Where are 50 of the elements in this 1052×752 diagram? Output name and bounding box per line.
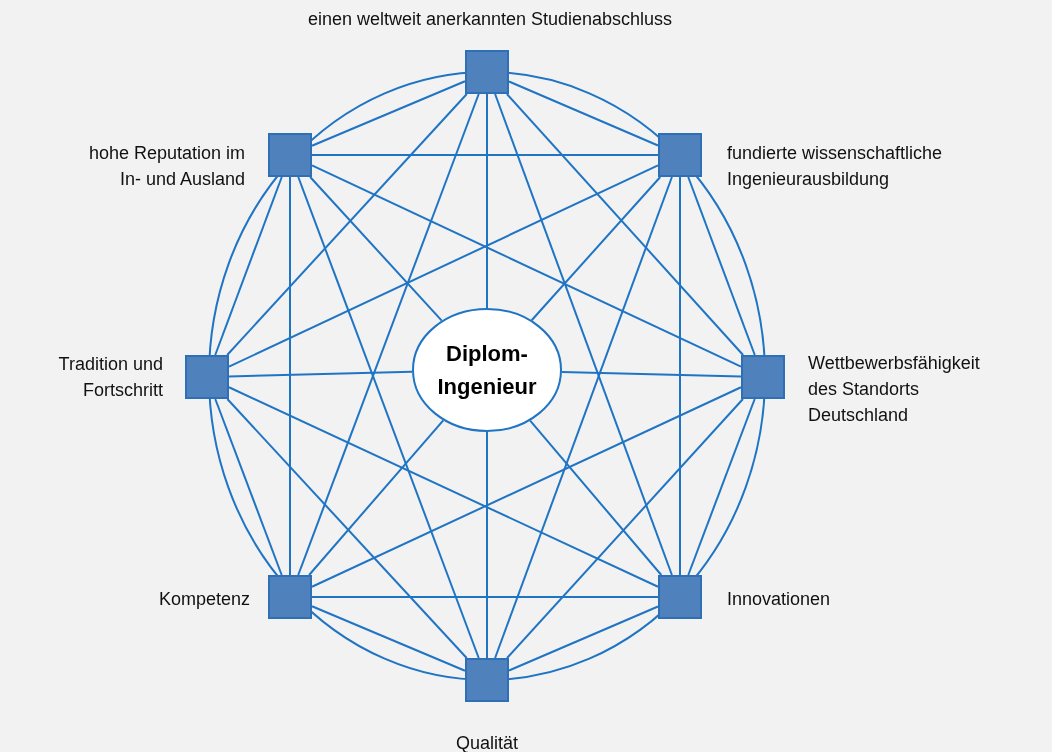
node-square (741, 355, 785, 399)
node-caption: hohe Reputation im In- und Ausland (87, 142, 245, 192)
connector-line (529, 419, 663, 576)
center-title: Diplom- Ingenieur (436, 340, 538, 401)
connector-line (679, 176, 681, 576)
connector-line (530, 176, 662, 322)
connector-line (560, 370, 742, 378)
connector-line (297, 93, 480, 576)
connector-line (506, 398, 744, 659)
connector-line (297, 176, 480, 659)
node-square (658, 575, 702, 619)
connector-line (311, 386, 742, 588)
connector-line (311, 80, 466, 147)
node-square (268, 575, 312, 619)
connector-line (289, 176, 291, 576)
node-square (465, 658, 509, 702)
connector-line (308, 419, 445, 576)
center-ellipse (412, 308, 562, 432)
connector-line (494, 176, 673, 659)
node-caption: Innovationen (727, 588, 832, 611)
node-caption: einen weltweit anerkannten Studienabschluss (306, 8, 674, 31)
connector-line (226, 398, 468, 659)
connector-line (687, 176, 756, 356)
node-square (185, 355, 229, 399)
node-caption: Wettbewerbsfähigkeit des Standorts Deutschland (808, 352, 981, 428)
node-square (658, 133, 702, 177)
connector-line (486, 431, 488, 659)
connector-line (228, 164, 659, 368)
connector-line (214, 398, 283, 576)
node-square (465, 50, 509, 94)
connector-line (311, 605, 466, 672)
connector-line (505, 93, 745, 356)
connector-line (311, 596, 659, 598)
node-caption: Qualität (454, 732, 519, 752)
node-caption: Tradition und Fortschritt (57, 353, 163, 403)
connector-line (214, 176, 283, 356)
connector-line (311, 164, 742, 368)
connector-line (228, 386, 659, 588)
connector-line (508, 80, 659, 147)
node-square (268, 133, 312, 177)
connector-line (508, 605, 659, 672)
node-caption: Kompetenz (157, 588, 250, 611)
connector-line (226, 93, 468, 356)
connector-line (486, 93, 488, 309)
node-caption: fundierte wissenschaftliche Ingenieurausbildung (727, 142, 944, 192)
connector-line (494, 93, 673, 576)
connector-line (687, 398, 756, 576)
connector-line (309, 176, 443, 322)
connector-line (228, 370, 414, 378)
connector-line (311, 154, 659, 156)
